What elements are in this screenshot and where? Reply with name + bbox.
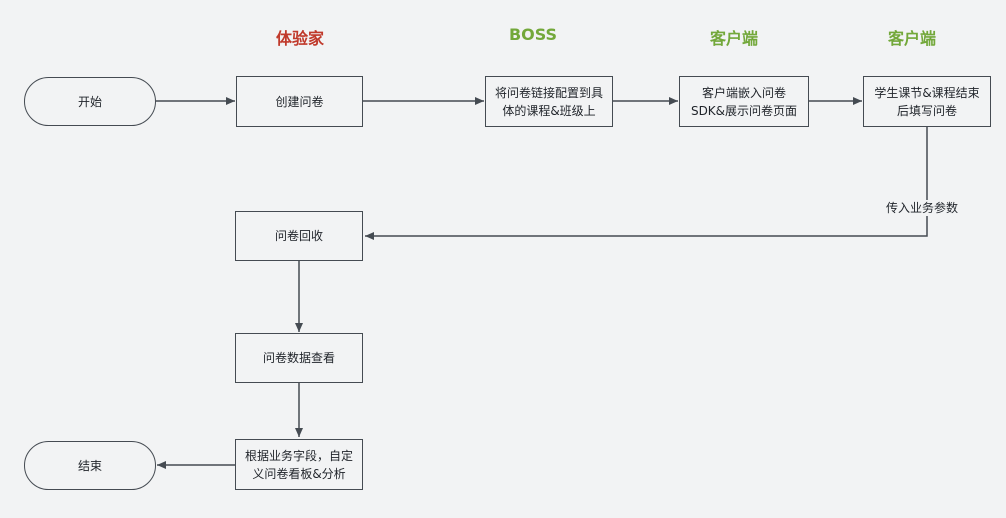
end-node: 结束 xyxy=(24,441,156,490)
lane-label-client-1: 客户端 xyxy=(709,29,758,48)
lane-label-tiyanjia: 体验家 xyxy=(275,29,324,48)
view-data-label: 问卷数据查看 xyxy=(262,351,335,365)
create-survey-label: 创建问卷 xyxy=(275,94,324,109)
view-data-node: 问卷数据查看 xyxy=(235,333,363,383)
pass-params-label: 传入业务参数 xyxy=(883,200,962,216)
collect-survey-label: 问卷回收 xyxy=(274,229,323,243)
collect-survey-node: 问卷回收 xyxy=(235,211,363,261)
end-node-label: 结束 xyxy=(77,458,102,473)
create-survey-node: 创建问卷 xyxy=(236,76,363,127)
embed-sdk-label: 客户端嵌入问卷SDK&展示问卷页面 xyxy=(690,85,798,118)
configure-link-node: 将问卷链接配置到具体的课程&班级上 xyxy=(485,76,613,127)
custom-dashboard-label: 根据业务字段，自定义问卷看板&分析 xyxy=(244,448,353,481)
edge-fill-to-collect xyxy=(365,126,928,240)
fill-survey-node: 学生课节&课程结束后填写问卷 xyxy=(863,76,991,127)
configure-link-label: 将问卷链接配置到具体的课程&班级上 xyxy=(494,85,603,118)
start-node: 开始 xyxy=(24,77,156,126)
lane-label-boss: BOSS xyxy=(508,25,558,44)
fill-survey-label: 学生课节&课程结束后填写问卷 xyxy=(874,85,980,118)
lane-label-client-2: 客户端 xyxy=(887,29,936,48)
start-node-label: 开始 xyxy=(77,94,102,109)
custom-dashboard-node: 根据业务字段，自定义问卷看板&分析 xyxy=(235,439,363,490)
embed-sdk-node: 客户端嵌入问卷SDK&展示问卷页面 xyxy=(679,76,809,127)
